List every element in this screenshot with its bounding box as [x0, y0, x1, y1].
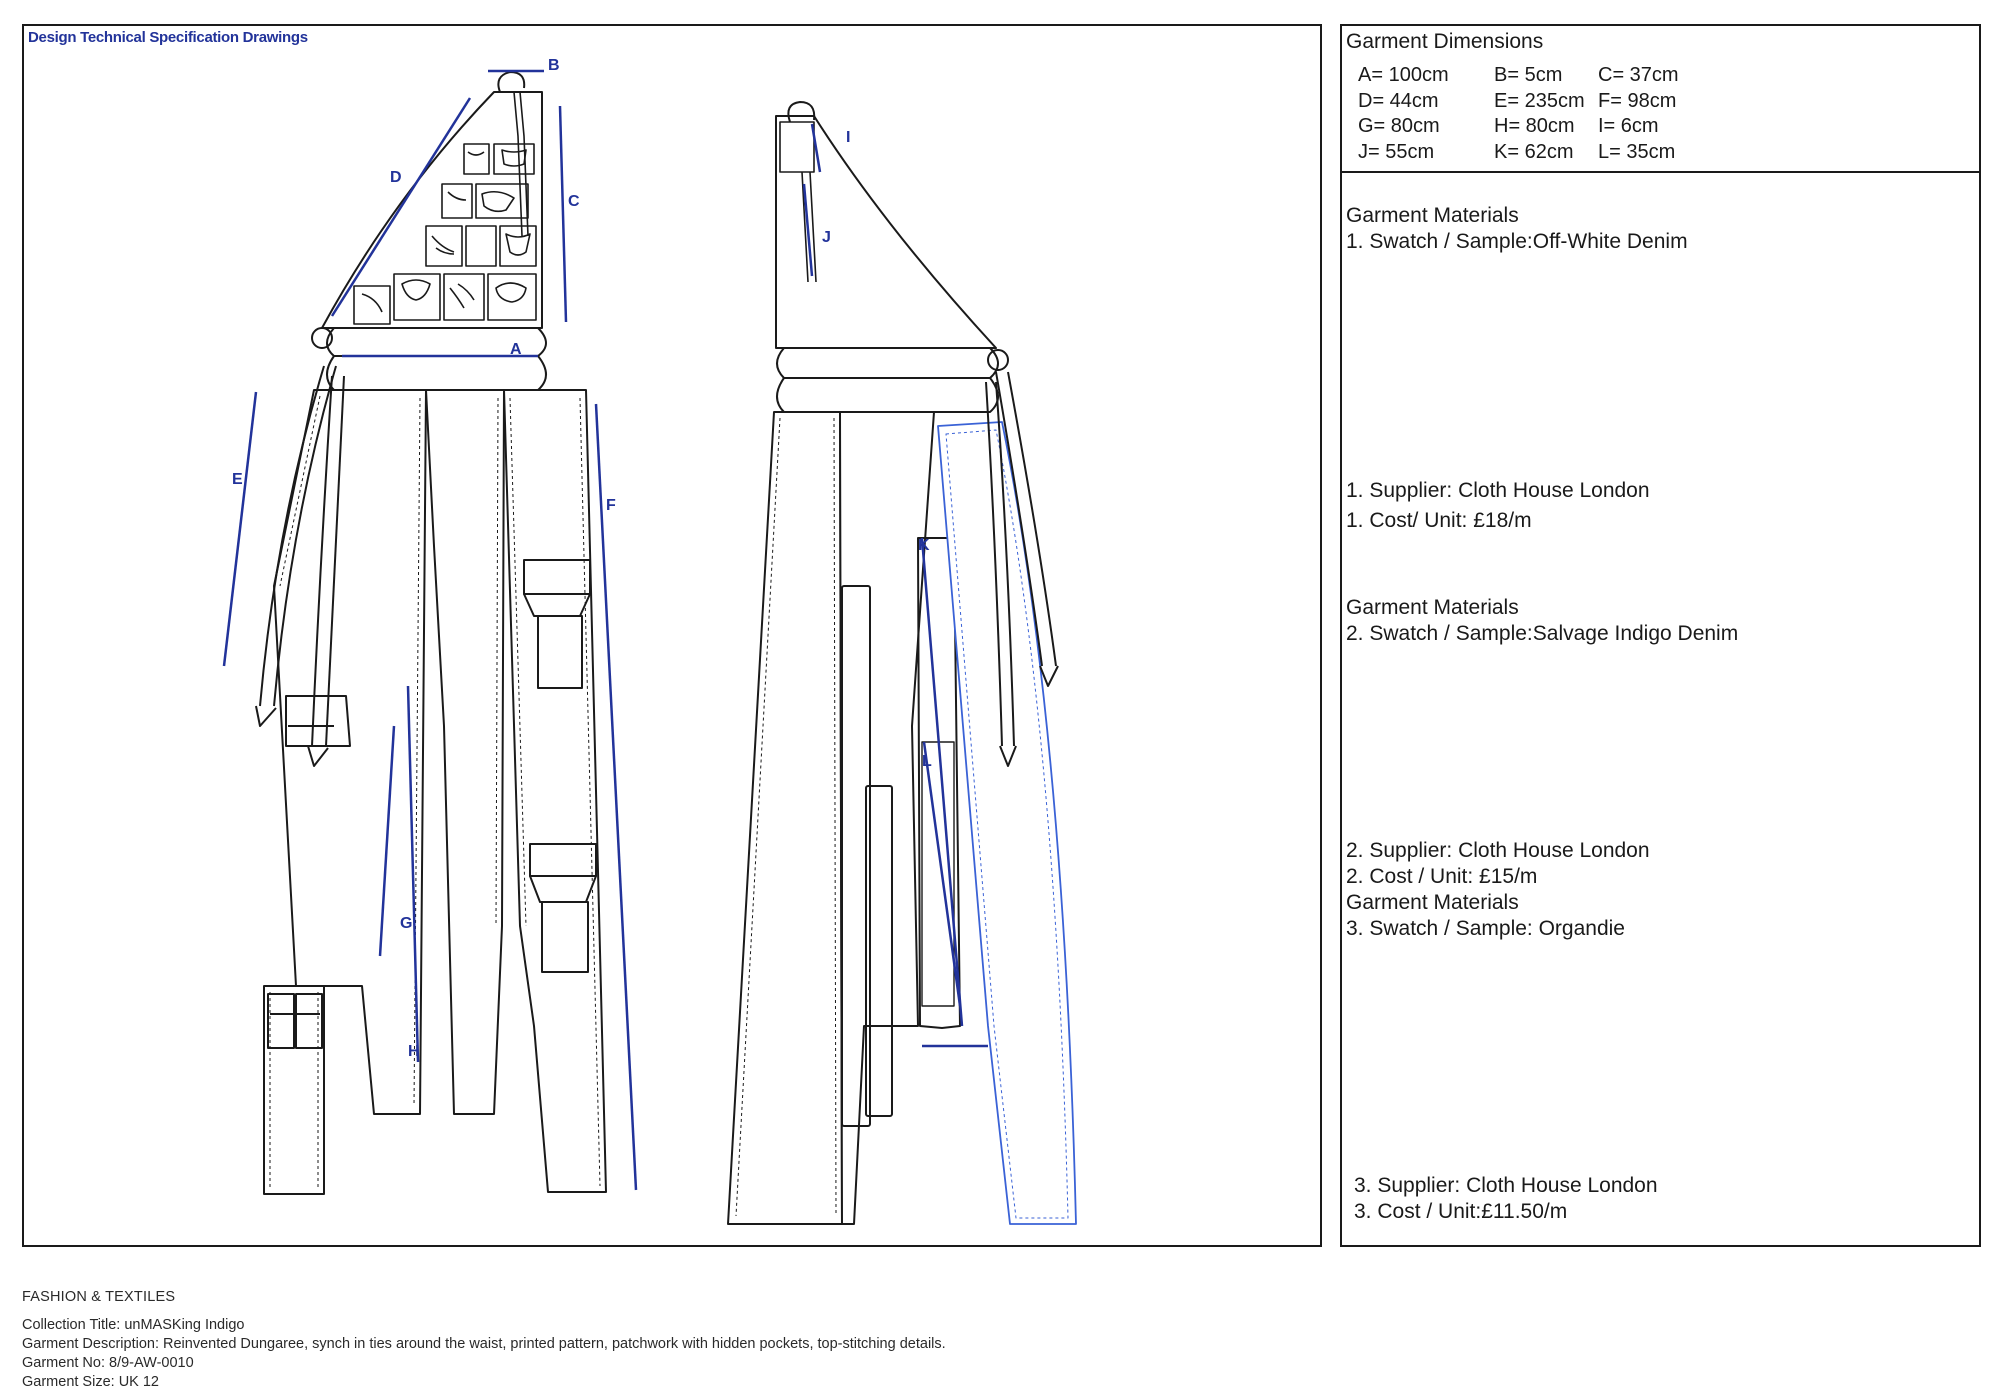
- footer-garment-number: Garment No: 8/9-AW-0010: [22, 1355, 194, 1371]
- front-bib: [321, 91, 543, 329]
- label-k: K: [918, 537, 930, 554]
- footer-collection: Collection Title: unMASKing Indigo: [22, 1317, 245, 1333]
- front-center-leg: [425, 389, 505, 1115]
- label-h: H: [408, 1043, 420, 1060]
- material-1-cost: 1. Cost/ Unit: £18/m: [1346, 509, 1532, 532]
- dimensions-title: Garment Dimensions: [1346, 30, 1544, 53]
- dimension-value: E= 235cm: [1494, 89, 1585, 112]
- back-waistband: [776, 347, 999, 379]
- front-view: [255, 71, 607, 1195]
- dimensions-row: G= 80cm H= 80cm I= 6cm: [1358, 114, 1679, 140]
- dimension-value: I= 6cm: [1598, 115, 1659, 137]
- back-left-leg: [727, 411, 843, 1225]
- label-b: B: [548, 57, 560, 74]
- footer-description: Garment Description: Reinvented Dungaree…: [22, 1336, 946, 1352]
- drawing-title: Design Technical Specification Drawings: [28, 29, 308, 46]
- dimension-value: H= 80cm: [1494, 115, 1575, 137]
- dimension-value: C= 37cm: [1598, 64, 1679, 86]
- material-1-swatch: 1. Swatch / Sample:Off-White Denim: [1346, 230, 1688, 253]
- front-waist-tie: [259, 365, 325, 707]
- back-view: [727, 101, 1077, 1225]
- material-1-supplier: 1. Supplier: Cloth House London: [1346, 479, 1650, 502]
- label-a: A: [510, 341, 522, 358]
- footer-garment-size: Garment Size: UK 12: [22, 1374, 159, 1390]
- front-left-leg: [273, 389, 427, 1115]
- back-waist-tie: [995, 371, 1043, 667]
- dimension-value: J= 55cm: [1358, 140, 1435, 163]
- dimension-value: B= 5cm: [1494, 64, 1563, 86]
- label-i: I: [846, 129, 850, 146]
- label-c: C: [568, 193, 580, 210]
- organdie-panel: [937, 421, 1077, 1225]
- dimension-value: G= 80cm: [1358, 115, 1440, 137]
- bib-print-pattern: [353, 143, 537, 325]
- material-2-supplier: 2. Supplier: Cloth House London: [1346, 839, 1650, 862]
- label-g: G: [400, 915, 412, 932]
- measurement-labels: A B C D E F G H I J K L: [232, 57, 932, 1060]
- label-e: E: [232, 471, 243, 488]
- dimension-value: D= 44cm: [1358, 89, 1439, 112]
- material-3-heading: Garment Materials: [1346, 891, 1519, 914]
- dimension-value: F= 98cm: [1598, 89, 1677, 112]
- technical-drawing-panel: Design Technical Specification Drawings: [22, 24, 1322, 1247]
- label-j: J: [822, 229, 831, 246]
- front-right-leg: [503, 389, 607, 1193]
- garment-drawings: A B C D E F G H I J K L: [222, 57, 1077, 1225]
- material-3-supplier: 3. Supplier: Cloth House London: [1354, 1174, 1658, 1197]
- dimension-value: L= 35cm: [1598, 140, 1676, 163]
- dimensions-row: D= 44cm E= 235cm F= 98cm: [1358, 89, 1679, 115]
- garment-dimensions-panel: Garment Dimensions A= 100cm B= 5cm C= 37…: [1340, 24, 1981, 173]
- material-3-swatch: 3. Swatch / Sample: Organdie: [1346, 917, 1625, 940]
- front-strap-loop: [497, 71, 526, 93]
- measurement-lines: [222, 69, 988, 1191]
- garment-materials-panel: Garment Materials 1. Swatch / Sample:Off…: [1340, 171, 1981, 1247]
- dimensions-row: J= 55cm K= 62cm L= 35cm: [1358, 140, 1679, 166]
- label-d: D: [390, 169, 402, 186]
- dimensions-row: A= 100cm B= 5cm C= 37cm: [1358, 63, 1679, 89]
- dimension-value: A= 100cm: [1358, 64, 1449, 86]
- back-bib: [775, 115, 997, 349]
- label-l: L: [922, 753, 932, 770]
- dimensions-grid: A= 100cm B= 5cm C= 37cm D= 44cm E= 235cm…: [1358, 63, 1679, 165]
- dimension-value: K= 62cm: [1494, 140, 1574, 163]
- material-2-cost: 2. Cost / Unit: £15/m: [1346, 865, 1538, 888]
- material-3-cost: 3. Cost / Unit:£11.50/m: [1354, 1200, 1568, 1223]
- material-2-heading: Garment Materials: [1346, 596, 1519, 619]
- label-f: F: [606, 497, 616, 514]
- material-1-heading: Garment Materials: [1346, 204, 1519, 227]
- footer-department: FASHION & TEXTILES: [22, 1289, 176, 1305]
- material-2-swatch: 2. Swatch / Sample:Salvage Indigo Denim: [1346, 622, 1739, 645]
